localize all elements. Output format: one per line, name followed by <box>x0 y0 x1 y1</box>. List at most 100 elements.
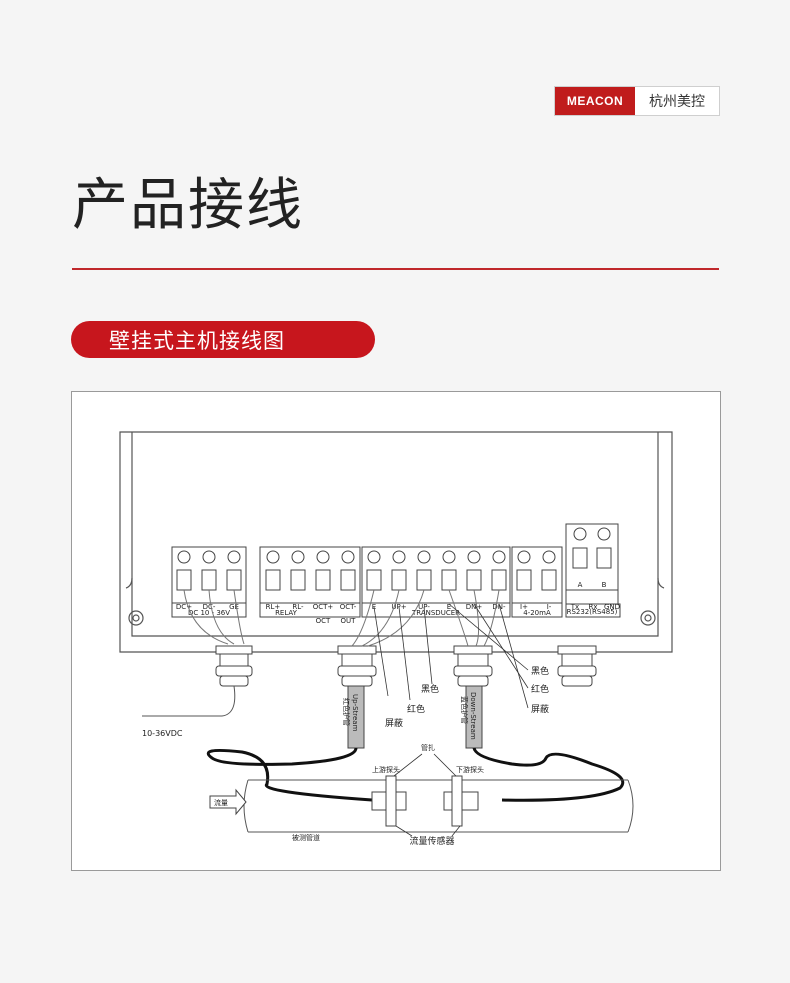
upstream-stream-label: Up-Stream <box>351 694 359 732</box>
group-label: DC 10 - 36V <box>188 609 230 617</box>
terminal-block-rs232 <box>565 523 621 618</box>
internal-wires <box>183 589 500 647</box>
screw <box>341 550 355 564</box>
socket <box>290 569 306 591</box>
power-label: 10-36VDC <box>142 729 183 738</box>
group-label: OUT <box>341 617 357 625</box>
terminal-label: DC+ <box>176 603 192 611</box>
brand-badge: MEACON 杭州美控 <box>554 86 720 116</box>
terminal-label: RL- <box>292 603 304 611</box>
socket <box>441 569 457 591</box>
terminal-label: DC- <box>203 603 216 611</box>
sensor-pointer <box>395 825 461 837</box>
downstream-probe-label: 下游探头 <box>456 765 484 774</box>
terminal-block-transducer <box>361 546 511 618</box>
screw <box>392 550 406 564</box>
socket <box>226 569 242 591</box>
callout-red-right: 红色 <box>531 683 549 695</box>
terminal-label: DN+ <box>466 603 483 611</box>
cable-gland-spare <box>557 645 597 687</box>
screw <box>517 550 531 564</box>
screw <box>467 550 481 564</box>
screw <box>417 550 431 564</box>
clamp-pointer <box>393 753 457 777</box>
socket <box>340 569 356 591</box>
terminal-label: I- <box>547 603 552 611</box>
wiring-diagram: DC+ DC- GE RL+ RL- OCT+ OCT- E UP+ UP- E… <box>71 391 721 871</box>
group-label: RS232(RS485) <box>567 608 618 616</box>
callout-black-right: 黑色 <box>531 665 549 677</box>
pipe-label: 被测管道 <box>292 833 320 842</box>
socket <box>491 569 507 591</box>
socket <box>366 569 382 591</box>
socket <box>201 569 217 591</box>
socket <box>516 569 532 591</box>
enclosure <box>119 431 673 653</box>
upstream-sleeve-label: 红色护管 <box>342 698 351 726</box>
brand-name: 杭州美控 <box>649 94 705 110</box>
clamp-label: 管扎 <box>421 743 435 752</box>
brand-logo: MEACON <box>555 87 635 115</box>
terminal-label: RL+ <box>266 603 281 611</box>
screw <box>442 550 456 564</box>
socket <box>466 569 482 591</box>
cable-gland-power <box>215 645 253 687</box>
terminal-label: E <box>447 603 451 611</box>
screw <box>542 550 556 564</box>
screw <box>202 550 216 564</box>
socket <box>572 547 588 569</box>
callout-shield-left: 屏蔽 <box>385 717 403 729</box>
callout-red-left: 红色 <box>407 703 425 715</box>
terminal-label: OCT- <box>340 603 357 611</box>
group-label: OCT <box>316 617 331 625</box>
sensor-label: 流量传感器 <box>409 835 454 847</box>
terminal-label: B <box>602 581 607 589</box>
socket <box>596 547 612 569</box>
callout-lines <box>373 603 529 709</box>
section-badge: 壁挂式主机接线图 <box>71 321 375 358</box>
terminal-label: GE <box>229 603 239 611</box>
downstream-sleeve-label: 蓝色护管 <box>460 696 469 724</box>
screw <box>367 550 381 564</box>
screw <box>492 550 506 564</box>
socket <box>265 569 281 591</box>
downstream-sensor-cable <box>472 747 625 802</box>
socket <box>391 569 407 591</box>
terminal-label: Rx <box>588 603 597 611</box>
power-cable <box>142 685 236 717</box>
page-title: 产品接线 <box>72 173 304 238</box>
screw <box>227 550 241 564</box>
flow-arrow <box>209 788 247 816</box>
flow-label: 流量 <box>214 798 228 807</box>
measured-pipe <box>243 779 634 833</box>
group-label: 4-20mA <box>523 609 551 617</box>
downstream-probe <box>443 775 479 827</box>
terminal-label: A <box>578 581 583 589</box>
screw <box>597 527 611 541</box>
socket <box>541 569 557 591</box>
upstream-sensor-cable <box>206 747 373 802</box>
terminal-label: OCT+ <box>313 603 334 611</box>
screw <box>573 527 587 541</box>
group-label: TRANSDUCER <box>411 609 460 617</box>
terminal-label: I+ <box>520 603 528 611</box>
callout-black-left: 黑色 <box>421 683 439 695</box>
screw <box>316 550 330 564</box>
terminal-block-relay <box>259 546 361 618</box>
group-label: RELAY <box>275 609 298 617</box>
cable-gland-upstream <box>337 645 377 687</box>
socket <box>416 569 432 591</box>
screw <box>177 550 191 564</box>
terminal-label: Tx <box>570 603 579 611</box>
screw <box>291 550 305 564</box>
terminal-label: DN- <box>492 603 506 611</box>
callout-shield-right: 屏蔽 <box>531 703 549 715</box>
downstream-stream-label: Down-Stream <box>469 692 477 740</box>
title-divider <box>72 268 719 270</box>
upstream-probe <box>371 775 407 827</box>
terminal-block-dc <box>171 546 247 618</box>
terminal-label: GND <box>604 603 620 611</box>
socket <box>176 569 192 591</box>
screw <box>266 550 280 564</box>
socket <box>315 569 331 591</box>
